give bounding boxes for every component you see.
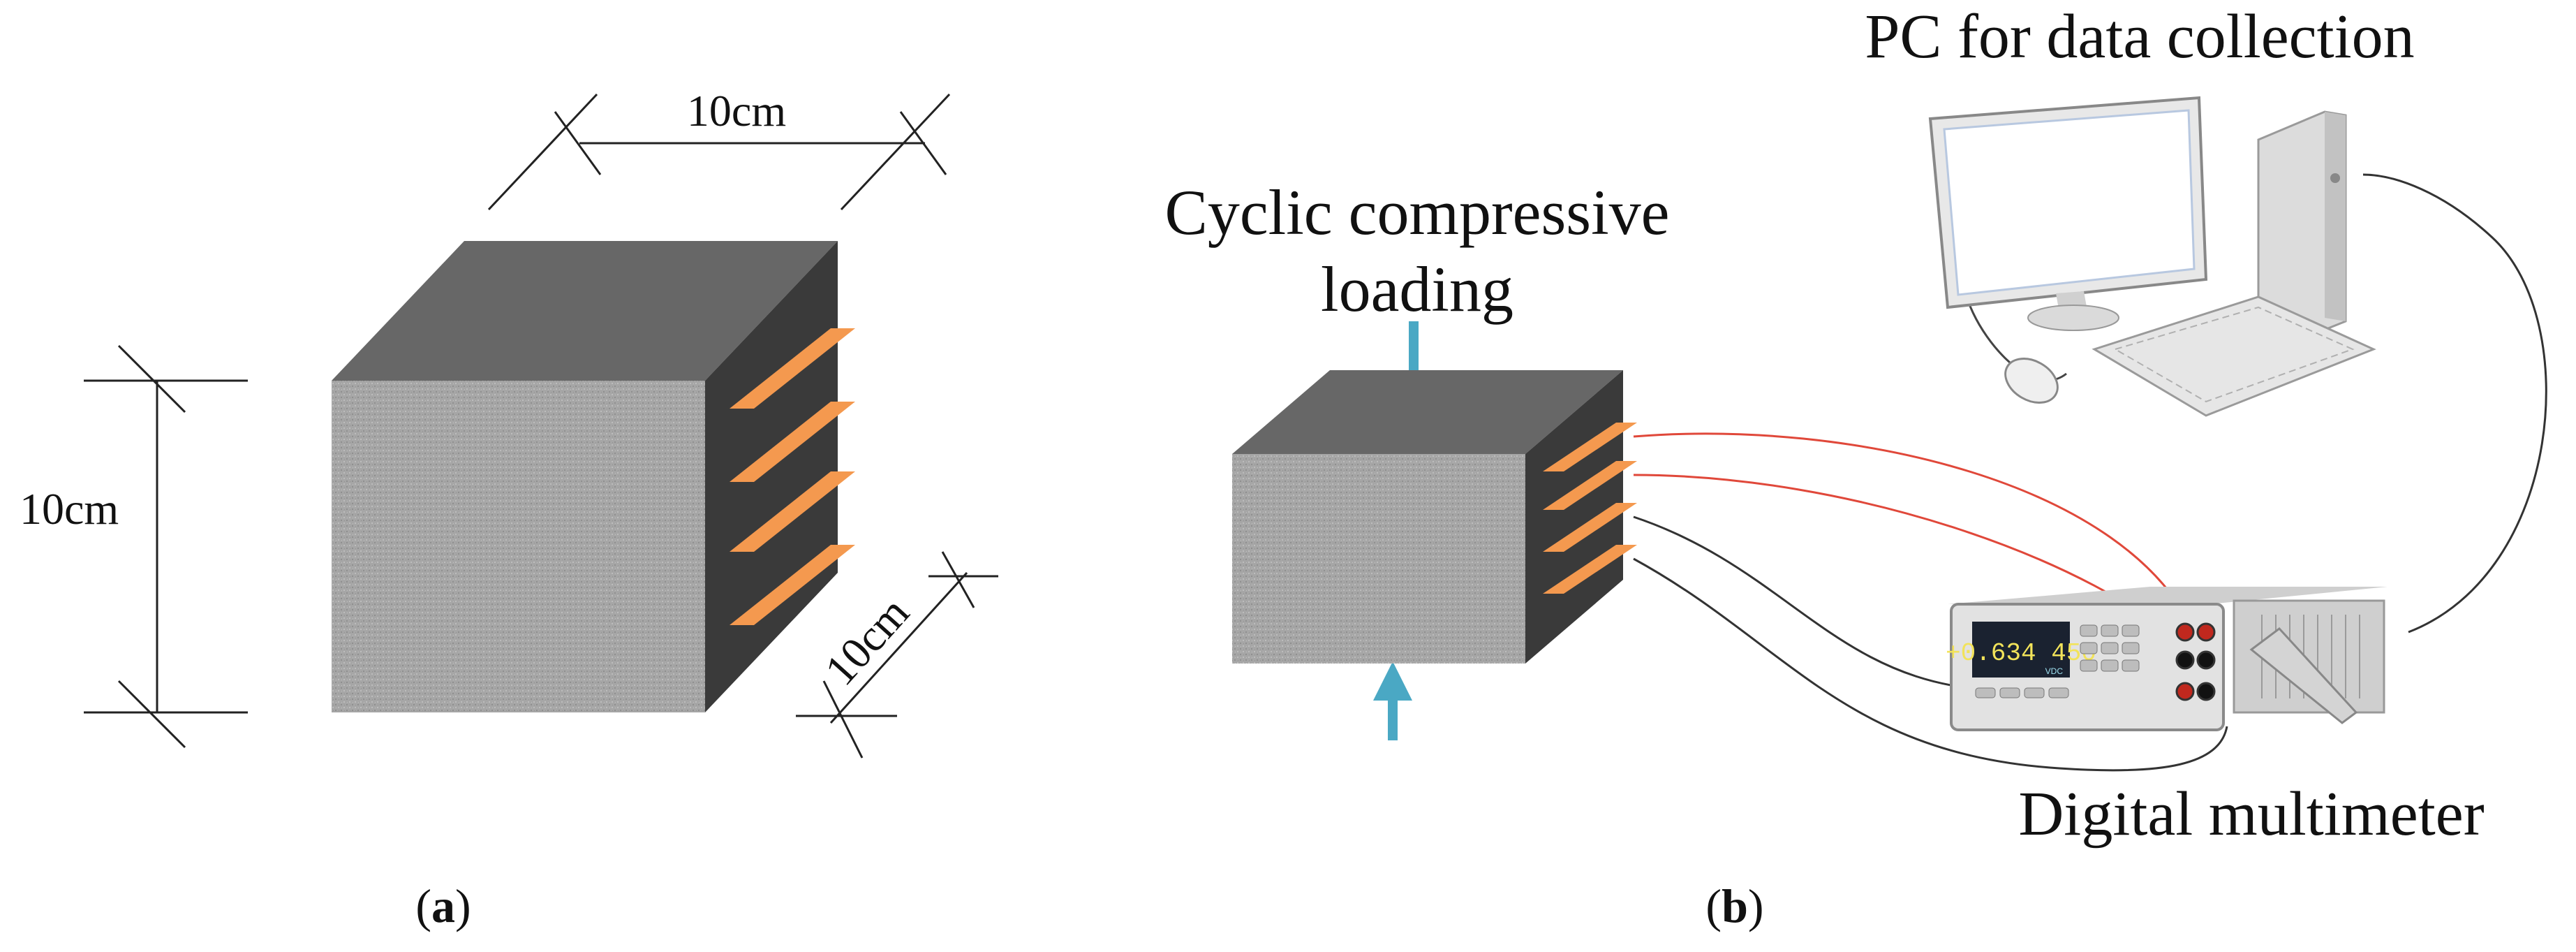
electrodes-a xyxy=(730,328,855,625)
pc-keyboard-keys xyxy=(2113,306,2355,403)
dim-right-label: 10cm xyxy=(815,587,919,694)
electrode-a-1 xyxy=(730,328,855,409)
pc-keyboard xyxy=(2092,295,2376,417)
loading-label-line1: Cyclic compressive xyxy=(1164,177,1669,248)
multimeter-handle xyxy=(2249,627,2358,724)
terminal-red-3 xyxy=(2175,682,2195,701)
multimeter-buttons xyxy=(1975,624,2140,698)
multimeter-display-bezel xyxy=(1972,622,2070,678)
cube-a-front-face xyxy=(332,381,705,712)
wire-dark-2 xyxy=(1633,557,2228,772)
dim-top-label: 10cm xyxy=(687,86,786,136)
terminal-black-2 xyxy=(2196,650,2216,670)
dim-top: 10cm xyxy=(487,86,951,211)
cube-a-top-face xyxy=(332,241,838,381)
dim-left: 10cm xyxy=(20,344,248,749)
panel-a: 10cm 10cm 10cm (a) xyxy=(20,86,998,932)
pc-tower-button xyxy=(2330,173,2340,183)
cube-b-front-face xyxy=(1232,454,1525,664)
pc-monitor-screen xyxy=(1943,109,2196,296)
dim-left-label: 10cm xyxy=(20,484,119,534)
electrode-b-3 xyxy=(1543,503,1637,552)
electrodes-b xyxy=(1543,423,1637,594)
multimeter-label: Digital multimeter xyxy=(2018,779,2484,849)
wire-pc-link xyxy=(2362,173,2547,634)
electrode-b-1 xyxy=(1543,423,1637,471)
electrode-b-2 xyxy=(1543,461,1637,510)
loading-label-line2: loading xyxy=(1321,254,1513,325)
terminal-black-3 xyxy=(2196,682,2216,701)
specimen-cube-b xyxy=(1232,370,1623,664)
multimeter-terminals xyxy=(2175,622,2216,701)
terminal-black-1 xyxy=(2175,650,2195,670)
pc-mouse xyxy=(2004,358,2059,404)
wire-red-1 xyxy=(1633,432,2197,636)
pc-computer xyxy=(1928,96,2376,417)
caption-a: (a) xyxy=(415,879,471,932)
terminal-red-2 xyxy=(2196,622,2216,642)
electrode-a-3 xyxy=(730,471,855,552)
caption-b: (b) xyxy=(1705,879,1763,932)
pc-label: PC for data collection xyxy=(1865,2,2414,71)
multimeter-top xyxy=(1948,587,2388,604)
pc-tower-side xyxy=(2325,112,2346,321)
panel-b: Cyclic compressive loading xyxy=(1164,2,2547,932)
multimeter-display-value: +0.634 450 xyxy=(1946,639,2096,668)
digital-multimeter: +0.634 450 VDC xyxy=(1946,587,2388,731)
pc-monitor-base xyxy=(2027,305,2119,331)
electrode-a-2 xyxy=(730,402,855,482)
multimeter-display-unit: VDC xyxy=(2045,666,2064,676)
cube-b-top-face xyxy=(1232,370,1623,454)
electrode-b-4 xyxy=(1543,545,1637,594)
terminal-red-1 xyxy=(2175,622,2195,642)
specimen-cube-a xyxy=(332,241,838,712)
electrode-a-4 xyxy=(730,545,855,625)
